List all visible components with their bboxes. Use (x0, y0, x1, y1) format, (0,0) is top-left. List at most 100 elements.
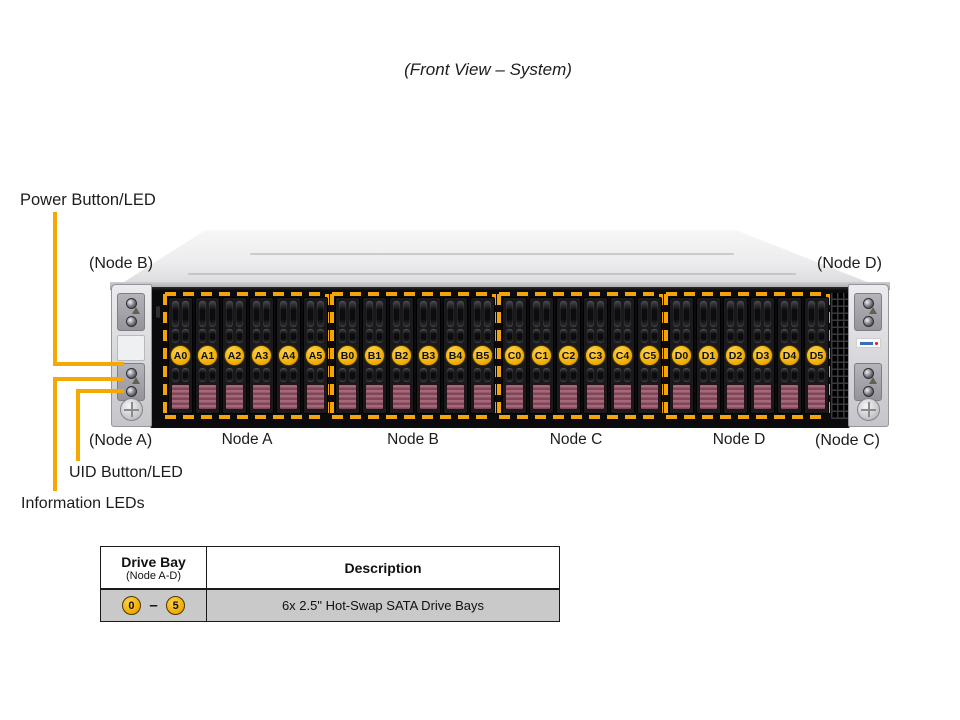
drive-bay-label: D2 (725, 345, 746, 366)
drive-tray: D2 (723, 297, 748, 414)
drive-latch (807, 384, 826, 410)
logo-dot (874, 341, 878, 345)
uid-button-icon (126, 316, 137, 327)
vent-slot (376, 329, 383, 343)
drive-row: D0 D1 D2 D3 D4 D5 (669, 297, 829, 414)
vent-slot (226, 301, 233, 327)
drive-vent-slots (418, 301, 439, 327)
drive-vent-slots (305, 368, 326, 382)
drive-bay-label: C2 (558, 345, 579, 366)
vent-slot (253, 301, 260, 327)
drive-group-node-b: B0 B1 B2 B3 B4 B5 (330, 292, 496, 419)
vent-panel (831, 293, 848, 419)
drive-bay-label: A5 (305, 345, 326, 366)
drive-vent-slots (612, 301, 633, 327)
vent-slot (339, 301, 346, 327)
drive-latch (532, 384, 551, 410)
vent-slot (560, 329, 567, 343)
drive-latch (392, 384, 411, 410)
drive-bay-label: C1 (531, 345, 552, 366)
bay-number-badge: 5 (166, 596, 186, 615)
drive-latch (171, 384, 190, 410)
uid-button-icon (863, 386, 874, 397)
drive-vent-slots (612, 329, 633, 343)
drive-bay-groups: A0 A1 A2 A3 A4 A5 B0 (163, 292, 830, 419)
vent-slot (307, 301, 314, 327)
drive-vent-slots (752, 301, 773, 327)
drive-bay-label: D1 (698, 345, 719, 366)
drive-tray: A1 (195, 297, 220, 414)
drive-bay-label: D3 (752, 345, 773, 366)
ear-inset (117, 335, 145, 361)
drive-vent-slots (418, 368, 439, 382)
vent-slot (290, 368, 297, 382)
drive-vent-slots (725, 301, 746, 327)
vent-slot (673, 368, 680, 382)
status-led-icon (869, 307, 877, 314)
drive-vent-slots (364, 368, 385, 382)
vent-slot (533, 368, 540, 382)
vent-slot (474, 329, 481, 343)
drive-tray: D4 (777, 297, 802, 414)
vent-slot (624, 329, 631, 343)
vent-slot (791, 329, 798, 343)
vent-slot (570, 301, 577, 327)
vent-slot (290, 301, 297, 327)
group-outline (499, 292, 661, 296)
logo-text-mark (860, 342, 873, 345)
drive-vent-slots (364, 329, 385, 343)
power-callout-line (53, 212, 57, 365)
vent-slot (516, 301, 523, 327)
vent-slot (253, 368, 260, 382)
drive-bay-bezel: A0 A1 A2 A3 A4 A5 B0 (150, 287, 850, 428)
drive-latch (473, 384, 492, 410)
information-leds-label: Information LEDs (21, 495, 145, 512)
vent-slot (516, 368, 523, 382)
drive-vent-slots (224, 368, 245, 382)
drive-bay-label: B3 (418, 345, 439, 366)
drive-vent-slots (806, 301, 827, 327)
drive-vent-slots (472, 368, 493, 382)
drive-tray: B0 (335, 297, 360, 414)
vent-slot (727, 301, 734, 327)
vent-slot (727, 368, 734, 382)
drive-vent-slots (531, 301, 552, 327)
vent-slot (393, 329, 400, 343)
drive-vent-slots (391, 368, 412, 382)
drive-vent-slots (251, 329, 272, 343)
drive-tray: B4 (443, 297, 468, 414)
supermicro-logo (856, 338, 881, 348)
vent-slot (349, 329, 356, 343)
drive-latch (338, 384, 357, 410)
drive-vent-slots (671, 329, 692, 343)
vent-slot (430, 301, 437, 327)
group-outline (165, 415, 327, 419)
node-a-callout-label: (Node A) (89, 432, 153, 449)
drive-bay-table: Drive Bay (Node A-D) Description 0 – 5 6… (100, 546, 560, 622)
drive-vent-slots (585, 368, 606, 382)
drive-tray: A4 (276, 297, 301, 414)
vent-slot (172, 329, 179, 343)
drive-vent-slots (472, 301, 493, 327)
drive-bay-label: A4 (278, 345, 299, 366)
vent-slot (764, 329, 771, 343)
drive-tray: C1 (529, 297, 554, 414)
drive-row: C0 C1 C2 C3 C4 C5 (502, 297, 662, 414)
group-outline (499, 415, 661, 419)
drive-vent-slots (698, 329, 719, 343)
vent-slot (457, 301, 464, 327)
drive-vent-slots (585, 301, 606, 327)
drive-vent-slots (170, 301, 191, 327)
vent-slot (484, 368, 491, 382)
drive-vent-slots (418, 329, 439, 343)
vent-slot (727, 329, 734, 343)
vent-slot (818, 368, 825, 382)
drive-tray: A0 (168, 297, 193, 414)
vent-slot (624, 301, 631, 327)
cover-seam (188, 273, 797, 275)
drive-vent-slots (305, 329, 326, 343)
vent-slot (818, 301, 825, 327)
drive-vent-slots (224, 301, 245, 327)
vent-slot (339, 368, 346, 382)
group-outline (332, 415, 494, 419)
